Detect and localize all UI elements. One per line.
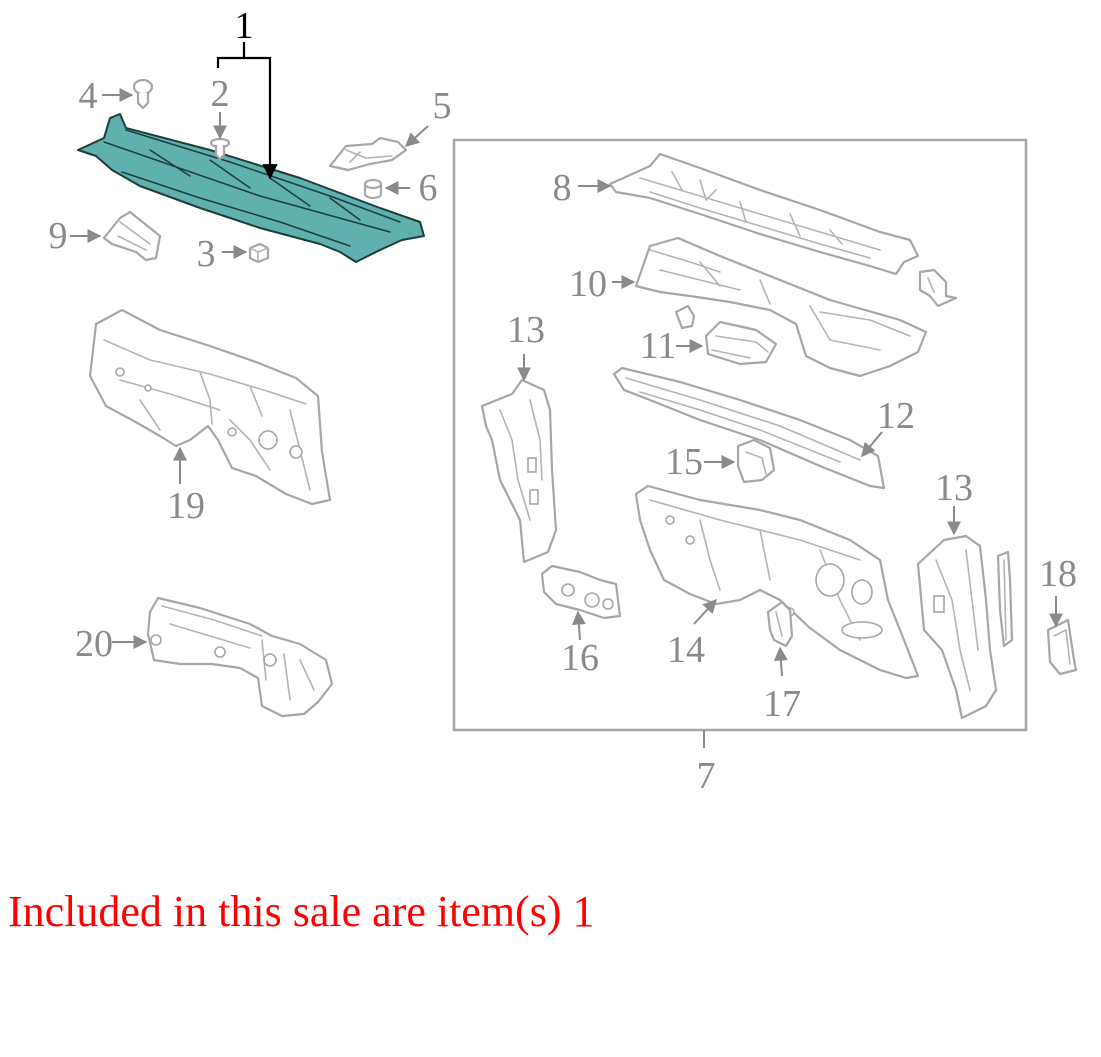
callout-13-right: 13 xyxy=(935,467,973,509)
callout-1: 1 xyxy=(235,5,254,47)
callout-7: 7 xyxy=(697,755,716,797)
callout-14: 14 xyxy=(667,629,705,671)
part-13-side-panel-right[interactable] xyxy=(916,534,1014,720)
callout-15: 15 xyxy=(665,441,703,483)
callout-11: 11 xyxy=(640,325,677,367)
group-7-box xyxy=(452,138,1028,732)
part-15-bracket[interactable] xyxy=(736,438,776,484)
callout-12: 12 xyxy=(877,395,915,437)
part-9-cap[interactable] xyxy=(102,210,162,262)
part-8-bracket[interactable] xyxy=(918,268,958,308)
part-19-dash-panel[interactable] xyxy=(88,308,332,506)
part-5-bracket[interactable] xyxy=(328,136,408,172)
callout-19: 19 xyxy=(167,485,205,527)
part-12-cross-member[interactable] xyxy=(612,366,886,490)
part-13-side-panel-left[interactable] xyxy=(480,378,558,564)
part-10-plenum-panel[interactable] xyxy=(634,236,928,378)
callout-9: 9 xyxy=(49,215,68,257)
callout-labels: 1 2 3 4 5 6 7 8 9 10 11 12 13 13 14 15 1… xyxy=(49,5,1078,797)
part-1-cowl-panel[interactable] xyxy=(77,113,425,263)
callout-8: 8 xyxy=(553,167,572,209)
part-20-insulator[interactable] xyxy=(146,596,334,718)
part-14-dash-panel[interactable] xyxy=(634,484,920,680)
part-8-upper-cowl[interactable] xyxy=(608,152,920,276)
callout-2: 2 xyxy=(211,73,230,115)
leader-lines xyxy=(70,42,1063,748)
callout-6: 6 xyxy=(419,167,438,209)
part-3-nut[interactable] xyxy=(248,242,270,264)
callout-18: 18 xyxy=(1039,553,1077,595)
part-18-bracket[interactable] xyxy=(1046,618,1078,676)
part-16-bracket[interactable] xyxy=(540,564,622,620)
callout-10: 10 xyxy=(569,263,607,305)
part-4-push-pin[interactable] xyxy=(132,78,154,110)
callout-3: 3 xyxy=(197,233,216,275)
part-6-grommet[interactable] xyxy=(363,178,383,200)
callout-17: 17 xyxy=(763,683,801,725)
sale-note: Included in this sale are item(s) 1 xyxy=(8,887,595,936)
callout-4: 4 xyxy=(79,75,98,117)
part-17-reinforcement[interactable] xyxy=(766,600,794,648)
callout-13-left: 13 xyxy=(507,309,545,351)
callout-20: 20 xyxy=(75,623,113,665)
part-11-reinforcement[interactable] xyxy=(674,304,778,366)
callout-5: 5 xyxy=(433,85,452,127)
callout-16: 16 xyxy=(561,637,599,679)
